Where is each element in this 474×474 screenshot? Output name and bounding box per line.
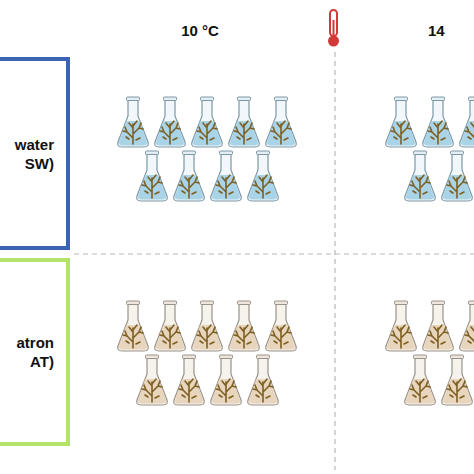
treatment-name: atron AT) <box>17 333 55 371</box>
treatment-box: atron AT) <box>0 258 70 446</box>
temperature-label: 10 °C <box>181 22 219 39</box>
temperature-label: 14 <box>428 22 445 39</box>
treatment-box: water SW) <box>0 57 70 250</box>
treatment-name: water SW) <box>15 135 54 173</box>
thermometer-icon <box>328 10 339 47</box>
